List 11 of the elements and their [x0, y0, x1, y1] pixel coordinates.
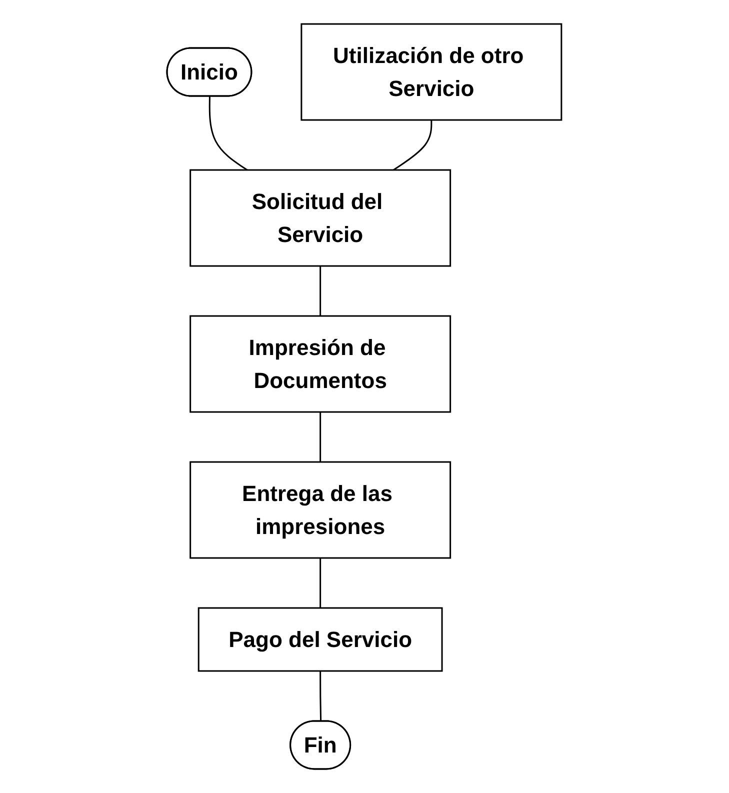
connector — [320, 412, 322, 462]
node-box: Solicitud del Servicio — [190, 169, 452, 267]
node-box: Utilización de otro Servicio — [300, 23, 562, 121]
node-box: Impresión de Documentos — [190, 315, 452, 413]
connector — [320, 266, 322, 316]
node-box: Entrega de las impresiones — [190, 461, 452, 559]
connector — [393, 120, 432, 171]
connector — [320, 670, 322, 722]
connector — [209, 96, 248, 171]
connector — [320, 558, 322, 608]
node-box: Pago del Servicio — [198, 607, 444, 672]
